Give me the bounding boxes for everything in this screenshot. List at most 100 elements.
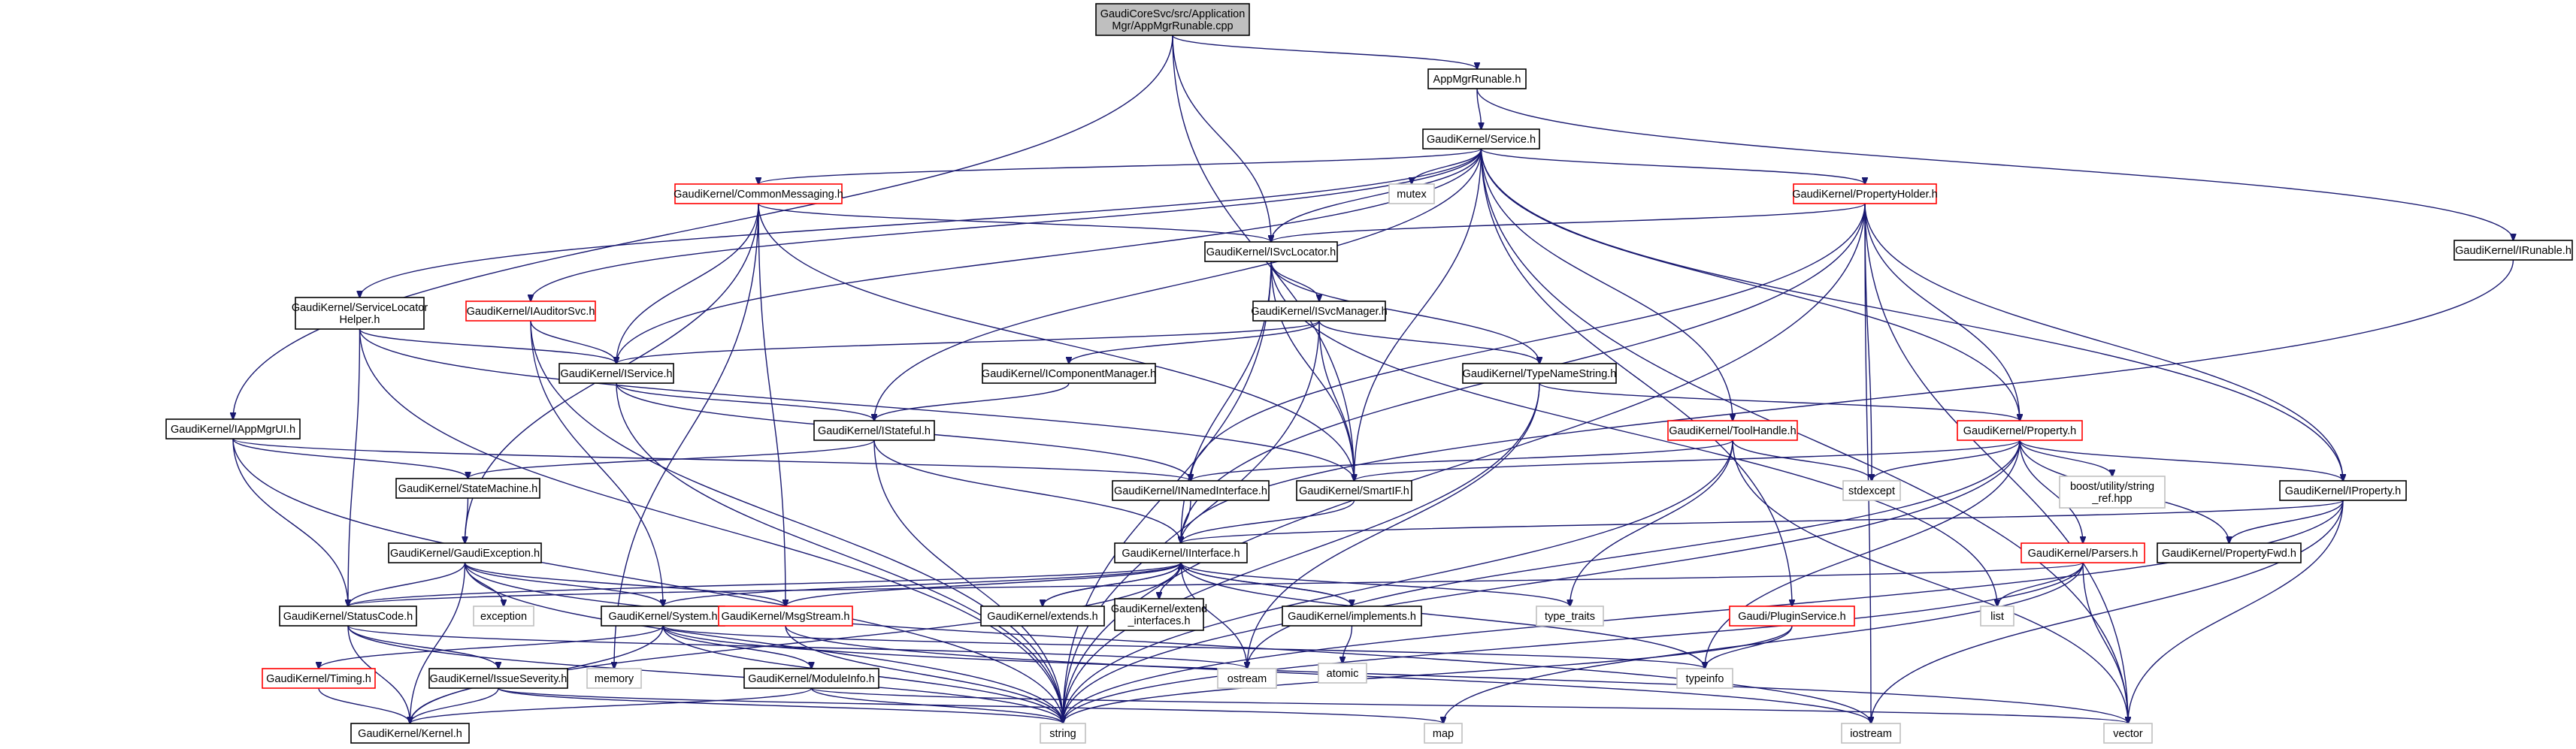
node-pluginservice-h[interactable]: Gaudi/PluginService.h — [1729, 606, 1855, 627]
node-label: GaudiKernel/ISvcLocator.h — [1206, 246, 1336, 258]
node-label: stdexcept — [1848, 485, 1895, 497]
node-parsers-h[interactable]: GaudiKernel/Parsers.h — [2021, 542, 2145, 563]
node-iostream: iostream — [1841, 723, 1901, 744]
edge-iinterface_h-to-msgstream_h — [786, 562, 1182, 606]
node-box — [1114, 542, 1248, 563]
node-propertyfwd-h[interactable]: GaudiKernel/PropertyFwd.h — [2157, 542, 2302, 563]
node-label: GaudiKernel/SmartIF.h — [1299, 485, 1409, 497]
edge-iproperty_h-to-propertyfwd_h — [2229, 500, 2344, 543]
node-label: GaudiKernel/IAuditorSvc.h — [467, 306, 595, 318]
node-box — [1217, 668, 1277, 689]
node-issueseverity-h[interactable]: GaudiKernel/IssueSeverity.h — [428, 668, 568, 689]
node-label: Gaudi/PluginService.h — [1738, 611, 1845, 623]
node-iauditorsvc-h[interactable]: GaudiKernel/IAuditorSvc.h — [465, 301, 596, 322]
node-label: iostream — [1850, 728, 1892, 740]
edge-implements_h-to-atomic — [1342, 625, 1353, 663]
edge-iinterface_h-to-system_h — [663, 562, 1182, 606]
node-extend-interfaces-h[interactable]: GaudiKernel/extend_interfaces.h — [1111, 598, 1207, 631]
edge-commonmessaging_h-to-msgstream_h — [758, 203, 786, 606]
node-timing-h[interactable]: GaudiKernel/Timing.h — [262, 668, 376, 689]
node-box — [674, 183, 843, 204]
edge-propertyholder_h-to-vector — [1864, 203, 2128, 723]
node-root[interactable]: GaudiCoreSvc/src/ApplicationMgr/AppMgrRu… — [1095, 3, 1250, 36]
edge-pluginservice_h-to-typeinfo — [1705, 625, 1793, 669]
edge-service_h-to-toolhandle_h — [1480, 148, 1733, 421]
node-box — [428, 668, 568, 689]
node-service-h[interactable]: GaudiKernel/Service.h — [1422, 128, 1540, 149]
node-inamedinterface-h[interactable]: GaudiKernel/INamedInterface.h — [1112, 480, 1270, 501]
edge-parsers_h-to-list — [1997, 562, 2084, 606]
node-label: atomic — [1327, 668, 1359, 680]
node-system-h[interactable]: GaudiKernel/System.h — [601, 606, 725, 627]
node-statuscode-h[interactable]: GaudiKernel/StatusCode.h — [279, 606, 417, 627]
node-toolhandle-h[interactable]: GaudiKernel/ToolHandle.h — [1667, 420, 1798, 441]
node-commonmessaging-h[interactable]: GaudiKernel/CommonMessaging.h — [674, 183, 843, 204]
node-kernel-h[interactable]: GaudiKernel/Kernel.h — [350, 723, 470, 744]
node-box — [1842, 480, 1901, 501]
node-box — [2279, 480, 2407, 501]
node-label: GaudiKernel/CommonMessaging.h — [674, 189, 843, 201]
node-label: GaudiKernel/IProperty.h — [2285, 485, 2401, 497]
node-label: map — [1433, 728, 1454, 740]
node-box — [1957, 420, 2083, 441]
node-moduleinfo-h[interactable]: GaudiKernel/ModuleInfo.h — [743, 668, 879, 689]
node-iproperty-h[interactable]: GaudiKernel/IProperty.h — [2279, 480, 2407, 501]
node-label: GaudiKernel/ToolHandle.h — [1669, 425, 1796, 437]
node-label: mutex — [1397, 189, 1427, 201]
node-irunable-h[interactable]: GaudiKernel/IRunable.h — [2453, 240, 2573, 261]
node-iinterface-h[interactable]: GaudiKernel/IInterface.h — [1114, 542, 1248, 563]
node-label: GaudiKernel/ModuleInfo.h — [748, 673, 874, 685]
edge-istateful_h-to-iinterface_h — [873, 439, 1181, 543]
edge-statemachine_h-to-gaudiexception_h — [465, 497, 469, 543]
node-smartif-h[interactable]: GaudiKernel/SmartIF.h — [1296, 480, 1412, 501]
edge-property_h-to-iproperty_h — [2019, 439, 2343, 481]
node-propertyholder-h[interactable]: GaudiKernel/PropertyHolder.h — [1792, 183, 1938, 204]
edge-statuscode_h-to-kernel_h — [347, 625, 410, 723]
edge-service_h-to-propertyholder_h — [1480, 148, 1866, 184]
node-label: GaudiKernel/Service.h — [1427, 134, 1536, 146]
edge-iproperty_h-to-iinterface_h — [1181, 500, 2344, 543]
node-label: list — [1990, 611, 2004, 623]
node-istateful-h[interactable]: GaudiKernel/IStateful.h — [813, 420, 935, 441]
node-label: GaudiKernel/StateMachine.h — [398, 483, 537, 495]
node-box — [279, 606, 417, 627]
node-isvclocator-h[interactable]: GaudiKernel/ISvcLocator.h — [1204, 241, 1338, 262]
node-box — [1095, 3, 1250, 36]
edge-propertyholder_h-to-iostream — [1864, 203, 1871, 723]
edge-iauditorsvc_h-to-iservice_h — [530, 320, 616, 364]
node-label: _ref.hpp — [2091, 493, 2132, 505]
edge-iproperty_h-to-iostream — [1871, 500, 2344, 723]
node-appmgrrunable-h[interactable]: AppMgrRunable.h — [1427, 68, 1527, 89]
node-implements-h[interactable]: GaudiKernel/implements.h — [1282, 606, 1422, 627]
node-map: map — [1424, 723, 1463, 744]
node-box — [2103, 723, 2153, 744]
node-box — [980, 606, 1105, 627]
node-gaudiexception-h[interactable]: GaudiKernel/GaudiException.h — [388, 542, 542, 563]
node-msgstream-h[interactable]: GaudiKernel/MsgStream.h — [718, 606, 853, 627]
node-property-h[interactable]: GaudiKernel/Property.h — [1957, 420, 2083, 441]
edge-service_h-to-vector — [1480, 148, 2129, 723]
node-statemachine-h[interactable]: GaudiKernel/StateMachine.h — [395, 478, 540, 499]
node-label: GaudiKernel/PropertyFwd.h — [2162, 548, 2296, 560]
node-label: GaudiKernel/IInterface.h — [1122, 548, 1240, 560]
node-iservice-h[interactable]: GaudiKernel/IService.h — [558, 363, 674, 384]
edge-issueseverity_h-to-kernel_h — [410, 687, 499, 723]
edge-servicelocatorhelper_h-to-iservice_h — [359, 328, 617, 364]
edge-parsers_h-to-string — [1063, 562, 2084, 723]
node-typenamestring-h[interactable]: GaudiKernel/TypeNameString.h — [1462, 363, 1617, 384]
node-iappmgrui-h[interactable]: GaudiKernel/IAppMgrUI.h — [165, 418, 301, 439]
node-box — [813, 420, 935, 441]
edge-statuscode_h-to-ostream — [347, 625, 1247, 669]
node-label: GaudiKernel/IStateful.h — [818, 425, 931, 437]
node-label: GaudiKernel/Parsers.h — [2028, 548, 2139, 560]
node-label: GaudiKernel/StatusCode.h — [283, 611, 413, 623]
node-icomponentmanager-h[interactable]: GaudiKernel/IComponentManager.h — [982, 363, 1156, 384]
edge-icomponentmanager_h-to-istateful_h — [874, 382, 1070, 421]
edge-parsers_h-to-vector — [2082, 562, 2128, 723]
edge-gaudiexception_h-to-kernel_h — [410, 562, 466, 723]
edge-service_h-to-property_h — [1480, 148, 2021, 421]
node-isvcmanager-h[interactable]: GaudiKernel/ISvcManager.h — [1251, 301, 1388, 322]
node-extends-h[interactable]: GaudiKernel/extends.h — [980, 606, 1105, 627]
node-box — [1793, 183, 1937, 204]
